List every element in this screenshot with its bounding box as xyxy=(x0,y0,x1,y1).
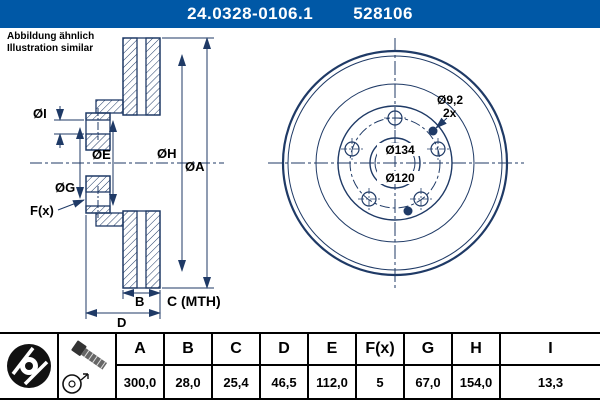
label-bolt-circle-120: Ø120 xyxy=(385,171,415,185)
part-number: 24.0328-0106.1 xyxy=(187,4,314,23)
mounting-bolt-icon xyxy=(71,340,108,370)
section-labels: ØI ØG ØE ØH ØA F(x) B C (MTH) D xyxy=(30,106,221,330)
col-header-d: D xyxy=(259,334,307,364)
dim-label-dia-a: ØA xyxy=(185,159,205,174)
locating-hole xyxy=(403,206,413,216)
front-labels: Ø9,2 2x Ø134 Ø120 xyxy=(385,93,463,185)
col-header-i: I xyxy=(499,334,600,364)
dim-label-dia-i: ØI xyxy=(33,106,47,121)
dim-label-b: B xyxy=(135,294,144,309)
dim-label-dia-g: ØG xyxy=(55,180,75,195)
value-g: 67,0 xyxy=(403,364,451,398)
label-hole-dia: Ø9,2 xyxy=(437,93,463,107)
technical-drawing: ØI ØG ØE ØH ØA F(x) B C (MTH) D xyxy=(30,37,524,330)
front-view xyxy=(268,38,524,288)
brake-disc-icon-cell xyxy=(0,334,57,398)
reference-number: 528106 xyxy=(353,4,413,23)
dimension-lines xyxy=(54,37,214,319)
cross-section-view xyxy=(30,37,224,289)
note-line-de: Abbildung ähnlich xyxy=(7,31,95,42)
value-c: 25,4 xyxy=(211,364,259,398)
spec-table: A B C D E F(x) G H I 300,0 28,0 25,4 46,… xyxy=(0,332,600,400)
locating-hole xyxy=(428,126,438,136)
label-hole-count: 2x xyxy=(443,106,457,120)
col-header-a: A xyxy=(115,334,163,364)
title-bar: 24.0328-0106.1 528106 xyxy=(0,0,600,28)
value-i: 13,3 xyxy=(499,364,600,398)
col-header-b: B xyxy=(163,334,211,364)
col-header-g: G xyxy=(403,334,451,364)
disc-rotation-icon xyxy=(62,373,89,394)
dim-label-dia-e: ØE xyxy=(92,147,111,162)
dim-label-c: C (MTH) xyxy=(167,293,221,309)
value-d: 46,5 xyxy=(259,364,307,398)
value-h: 154,0 xyxy=(451,364,499,398)
power-disc-icon xyxy=(6,344,51,388)
dim-label-dia-h: ØH xyxy=(157,146,177,161)
dim-label-f: F(x) xyxy=(30,203,54,218)
value-a: 300,0 xyxy=(115,364,163,398)
note-line-en: Illustration similar xyxy=(7,42,94,54)
illustration-note: Abbildung ähnlich Illustration similar xyxy=(7,31,94,54)
dim-label-d: D xyxy=(117,315,126,330)
col-header-e: E xyxy=(307,334,355,364)
col-header-c: C xyxy=(211,334,259,364)
bolt-holes xyxy=(341,107,449,210)
col-header-h: H xyxy=(451,334,499,364)
mounting-icons-cell xyxy=(57,334,115,398)
value-e: 112,0 xyxy=(307,364,355,398)
value-f: 5 xyxy=(355,364,403,398)
col-header-f: F(x) xyxy=(355,334,403,364)
label-bolt-circle-134: Ø134 xyxy=(385,143,415,157)
value-b: 28,0 xyxy=(163,364,211,398)
